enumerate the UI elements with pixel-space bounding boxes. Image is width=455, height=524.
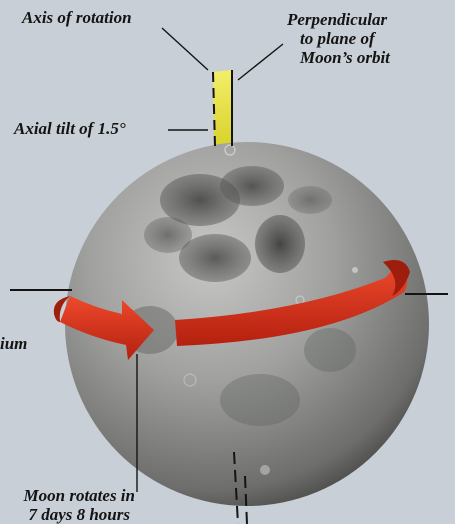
mare-patch [220, 166, 284, 206]
mare-patch [255, 215, 305, 273]
label-rotation-period-line2: 7 days 8 hours [0, 505, 130, 524]
crater [260, 465, 270, 475]
mare-patch [144, 217, 192, 253]
leader-perpendicular [238, 44, 283, 80]
label-perpendicular-line1: Perpendicular [287, 10, 387, 29]
label-rotation-period-line1: Moon rotates in [0, 486, 135, 505]
mare-patch [304, 328, 356, 372]
leader-axis-of-rotation [162, 28, 208, 70]
mare-patch [220, 374, 300, 426]
crater [352, 267, 358, 273]
mare-patch [288, 186, 332, 214]
label-perpendicular-line3: Moon’s orbit [300, 48, 390, 67]
label-equator-partial: ium [0, 334, 27, 353]
label-axis-of-rotation: Axis of rotation [22, 8, 132, 27]
axis-highlight [213, 70, 232, 147]
label-perpendicular-line2: to plane of [300, 29, 375, 48]
label-axial-tilt: Axial tilt of 1.5° [14, 119, 126, 138]
